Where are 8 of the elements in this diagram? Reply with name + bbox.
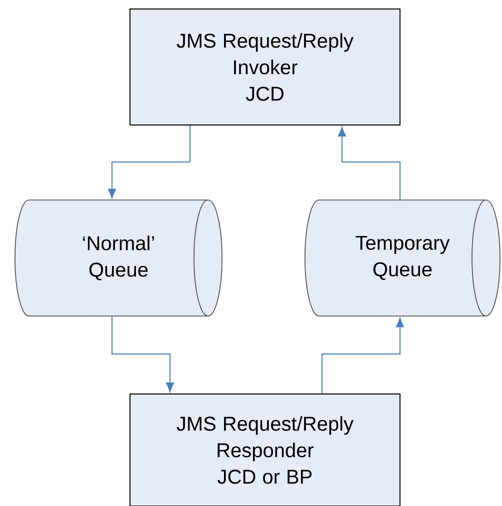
arrow [338, 126, 400, 200]
process-box: JMS Request/Reply Invoker JCD [130, 8, 400, 126]
arrow [112, 316, 174, 392]
arrow [108, 125, 190, 198]
queue-cylinder: Temporary Queue [304, 200, 500, 316]
arrow [322, 318, 404, 394]
queue-cylinder: ‘Normal’ Queue [14, 200, 222, 316]
process-box: JMS Request/Reply Responder JCD or BP [130, 394, 400, 506]
